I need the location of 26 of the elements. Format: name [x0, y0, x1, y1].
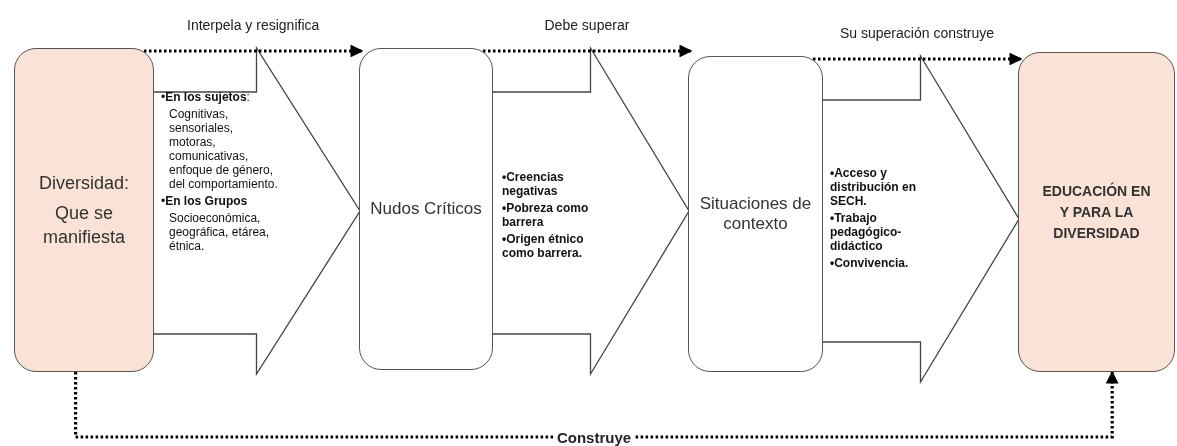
dotted-arrow	[813, 52, 1023, 66]
list-item: Socioeconómica, geográfica, etárea, étnica.	[168, 211, 271, 253]
box-label: Nudos Críticos	[370, 198, 482, 220]
dotted-arrow	[483, 44, 693, 58]
block-arrow	[152, 45, 361, 377]
list-item: •Creencias negativas	[502, 170, 565, 198]
box-label: Situaciones de contexto	[698, 193, 813, 235]
list-item: •En los sujetos:	[161, 90, 251, 104]
box-label: Diversidad:	[38, 171, 129, 195]
rounded-box	[688, 56, 823, 372]
dotted-arrow	[144, 44, 364, 58]
list-item: •Acceso y distribución en SECH.	[830, 166, 917, 208]
rounded-box	[1018, 52, 1175, 372]
dotted-arrow	[74, 370, 1119, 439]
list-item: •Convivencia.	[830, 256, 910, 270]
list-item: •Pobreza como barrera	[502, 201, 590, 229]
rounded-box	[14, 48, 154, 372]
rounded-box	[359, 48, 493, 370]
block-arrow	[491, 45, 690, 377]
box-label: Que se manifiesta	[41, 201, 126, 250]
box-label: EDUCACIÓN EN Y PARA LA DIVERSIDAD	[1041, 181, 1152, 243]
list-item: •Origen étnico como barrera.	[502, 232, 585, 260]
list-item: •Trabajo pedagógico-didáctico	[830, 211, 903, 253]
block-arrow	[821, 53, 1020, 385]
list-item: Cognitivas, sensoriales, motoras, comunicativas, enfoque de género, del comportamiento.	[168, 107, 279, 191]
list-item: •En los Grupos	[161, 194, 249, 208]
